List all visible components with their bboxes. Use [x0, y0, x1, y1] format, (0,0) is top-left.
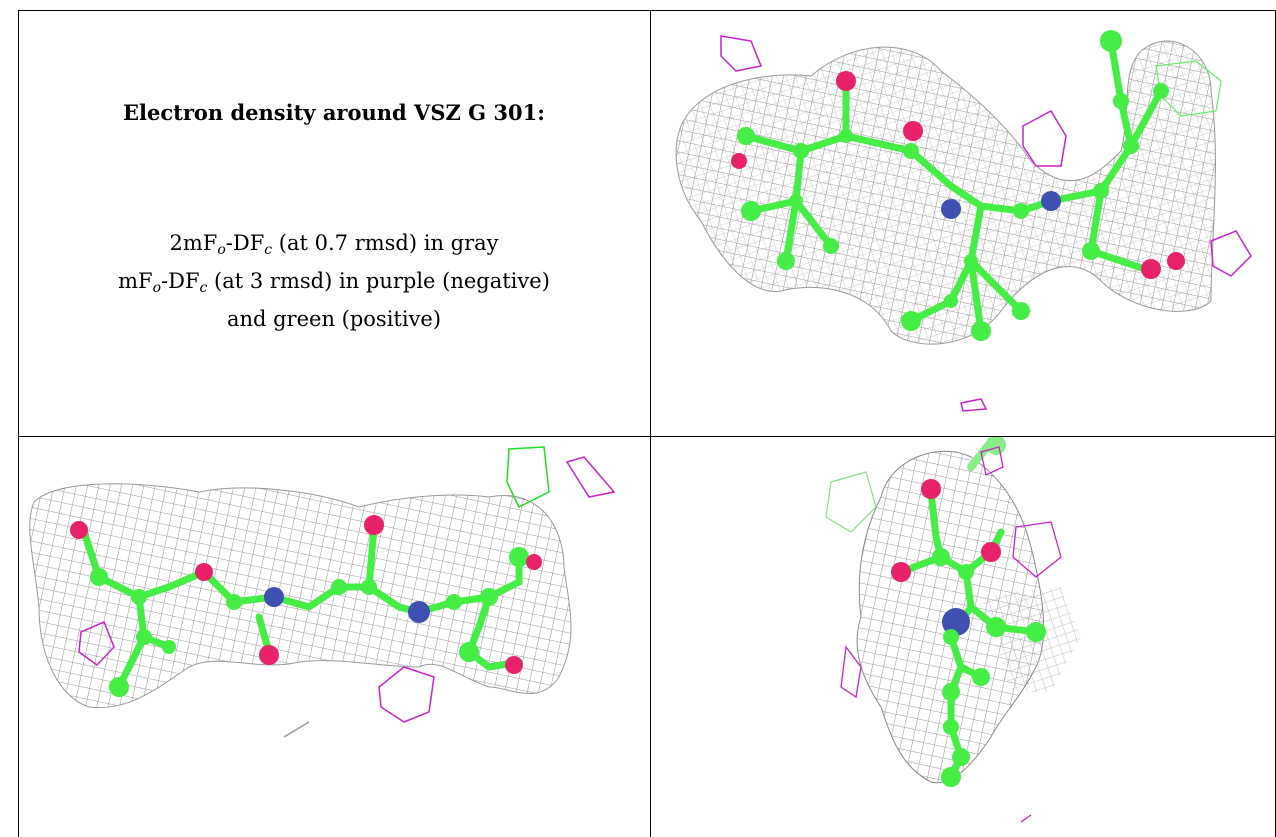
- green-density-mesh: [506, 446, 550, 509]
- purple-density-mesh: [720, 35, 1252, 412]
- ligand-atoms: [891, 479, 1046, 787]
- legend-line-2fo: 2mFo-DFc (at 0.7 rmsd) in gray: [169, 231, 499, 258]
- table-border-row: [18, 436, 1276, 437]
- table-border-top: [18, 10, 1276, 11]
- table-border-middle: [650, 10, 651, 837]
- green-density-mesh: [825, 471, 877, 533]
- ligand-atoms: [70, 515, 542, 697]
- legend-line-positive: and green (positive): [226, 307, 442, 331]
- density-panel-bottom-left: [29, 446, 616, 738]
- table-border-left: [18, 10, 19, 837]
- ligand-atoms: [731, 30, 1185, 341]
- density-panel-top-right: [675, 30, 1252, 412]
- legend-line-fo: mFo-DFc (at 3 rmsd) in purple (negative): [118, 269, 550, 296]
- caption-cell: Electron density around VSZ G 301: 2mFo-…: [18, 20, 650, 435]
- purple-density-mesh: [840, 446, 1062, 823]
- density-panel-bottom-right: [825, 437, 1081, 823]
- purple-density-mesh: [78, 456, 616, 723]
- legend-text: 2mFo-DFc (at 0.7 rmsd) in gray mFo-DFc (…: [18, 228, 650, 335]
- caption-title: Electron density around VSZ G 301:: [123, 100, 545, 125]
- ligand-bonds: [742, 37, 1165, 335]
